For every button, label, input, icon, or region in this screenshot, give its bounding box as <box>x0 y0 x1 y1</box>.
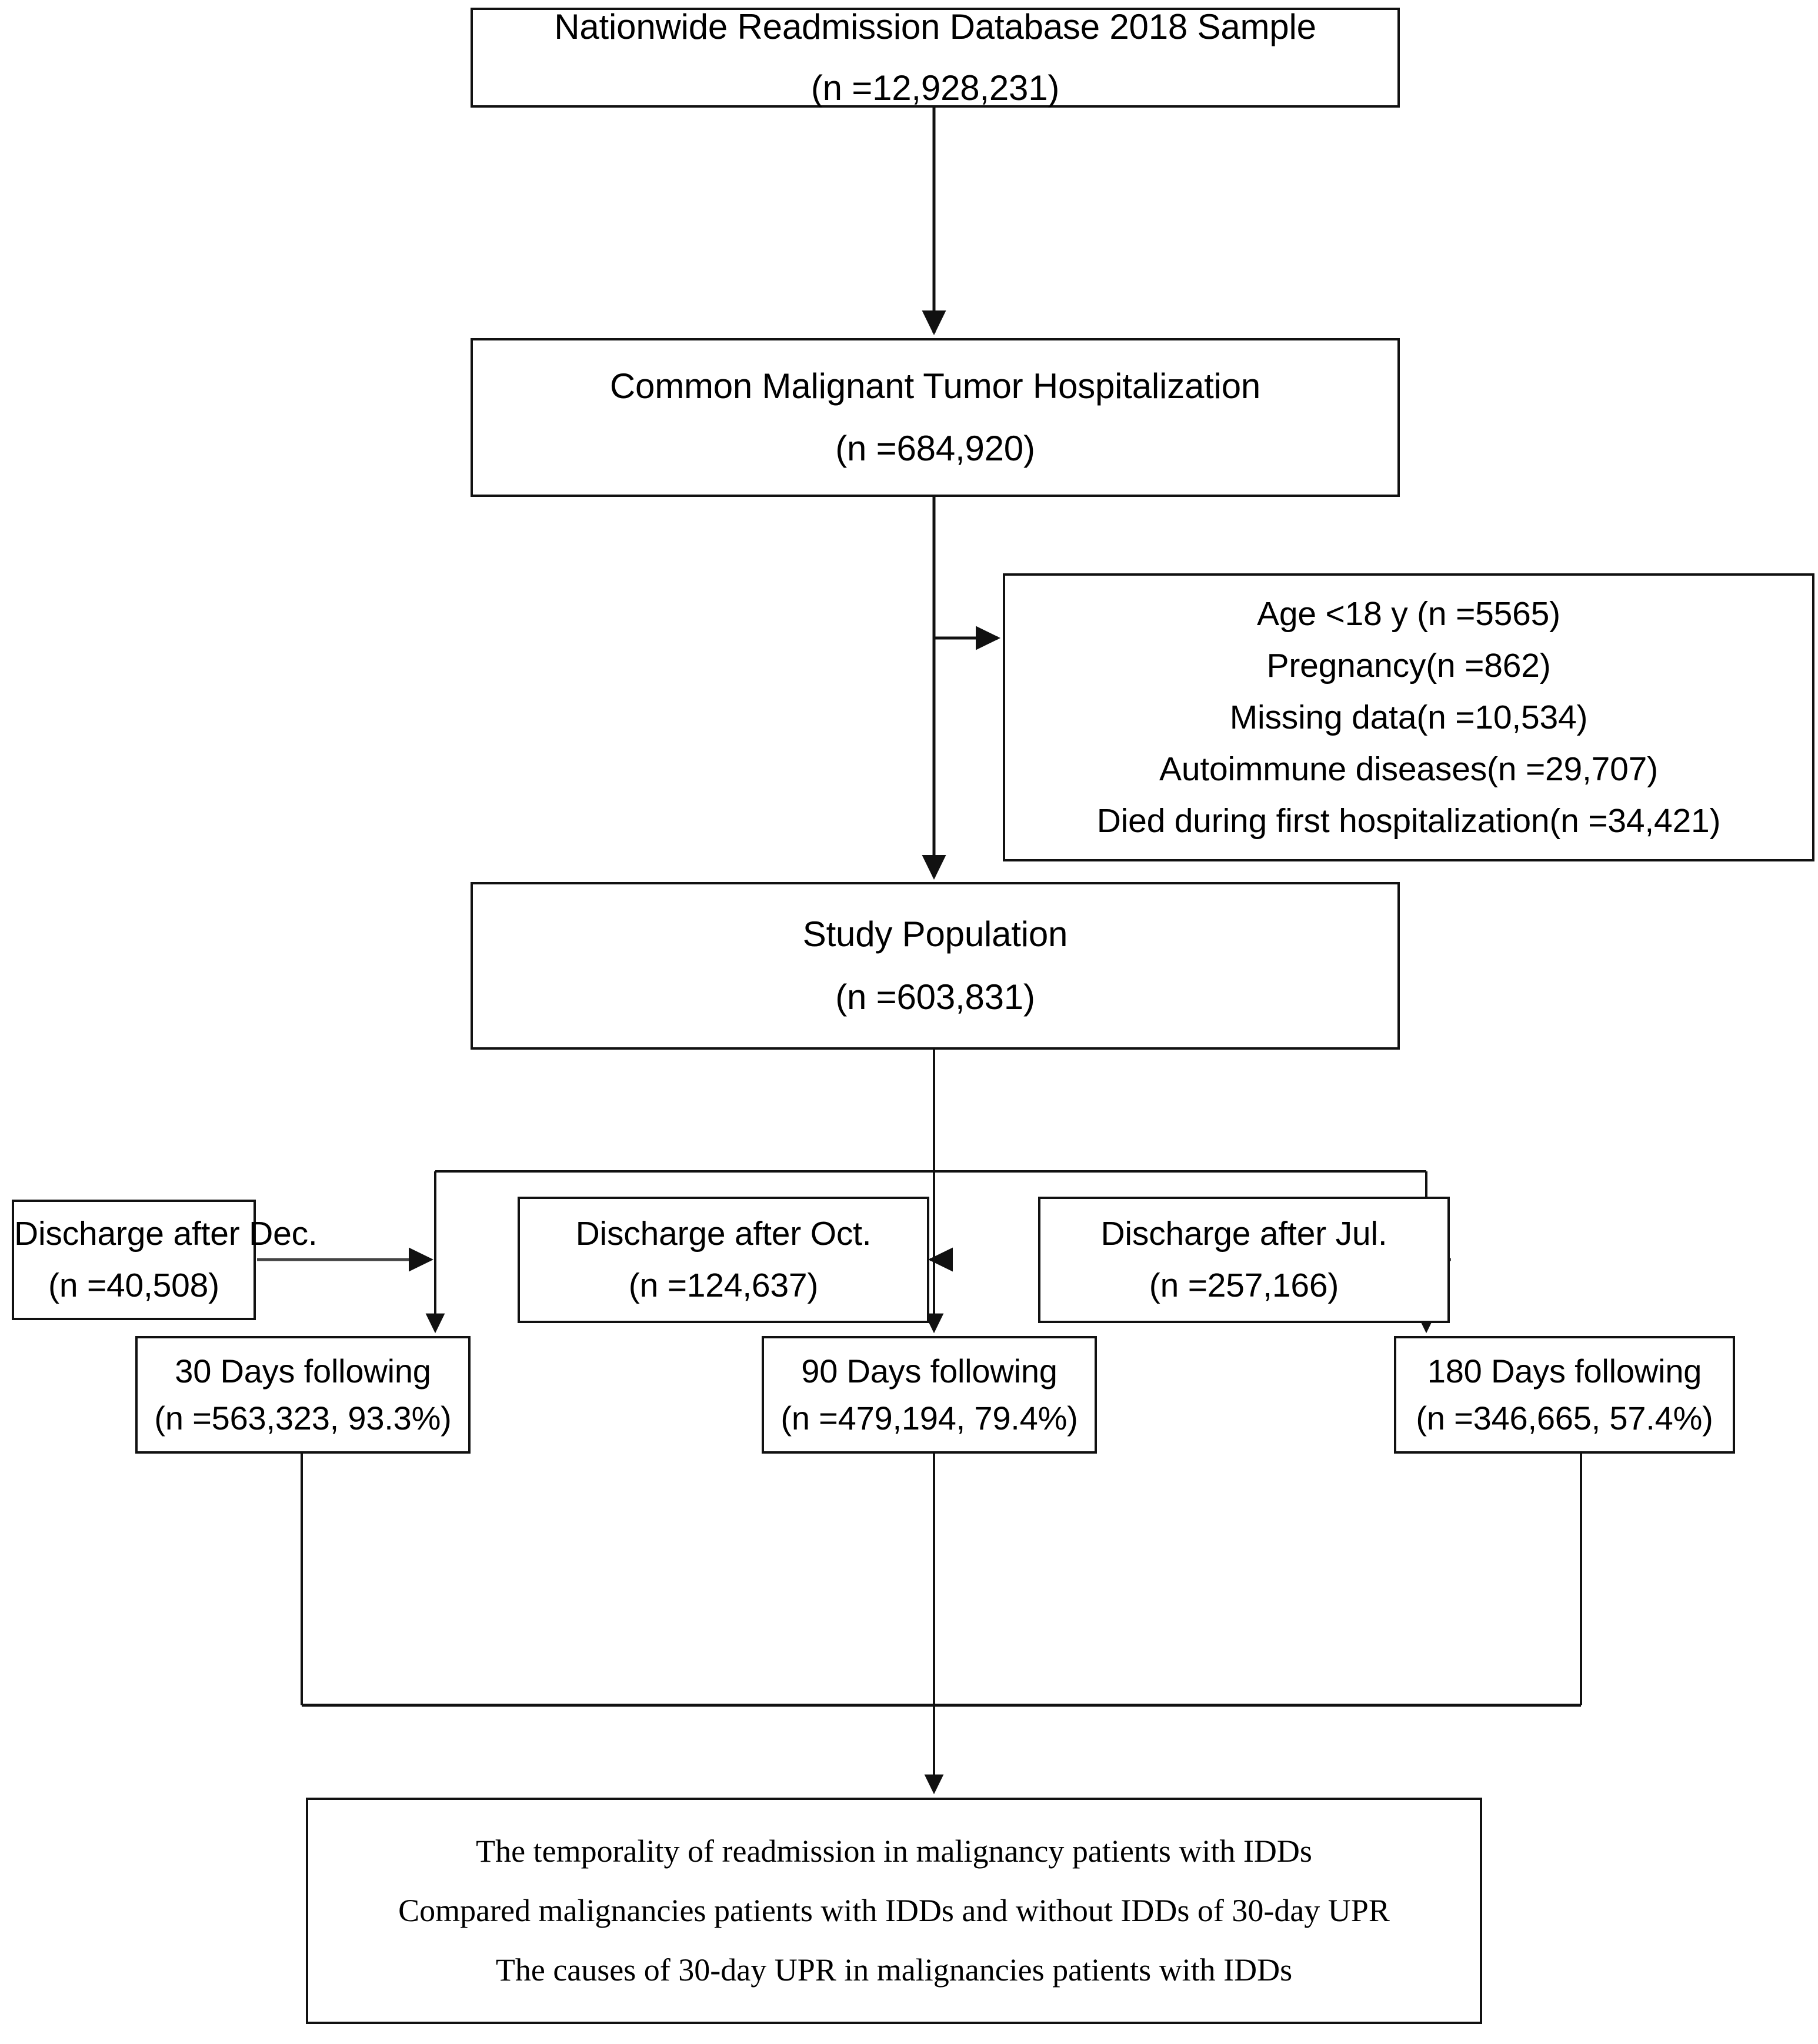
discharge-jul-title: Discharge after Jul. <box>1100 1215 1387 1253</box>
node-discharge-after-jul: Discharge after Jul. (n =257,166) <box>1038 1197 1450 1323</box>
source-title: Nationwide Readmission Database 2018 Sam… <box>554 6 1316 46</box>
discharge-jul-count: (n =257,166) <box>1149 1266 1339 1304</box>
node-discharge-after-oct: Discharge after Oct. (n =124,637) <box>518 1197 929 1323</box>
exclusion-pregnancy: Pregnancy(n =862) <box>1266 646 1551 684</box>
exclusion-age: Age <18 y (n =5565) <box>1257 595 1560 633</box>
exclusion-autoimmune: Autoimmune diseases(n =29,707) <box>1159 750 1658 789</box>
objective-causes: The causes of 30-day UPR in malignancies… <box>495 1952 1293 1988</box>
days90-title: 90 Days following <box>801 1352 1058 1390</box>
node-source-database: Nationwide Readmission Database 2018 Sam… <box>471 8 1400 108</box>
discharge-dec-count: (n =40,508) <box>48 1266 219 1304</box>
node-180-days-following: 180 Days following (n =346,665, 57.4%) <box>1394 1336 1735 1454</box>
node-study-objectives: The temporality of readmission in malign… <box>306 1798 1482 2024</box>
cohort-title: Common Malignant Tumor Hospitalization <box>609 366 1261 406</box>
node-90-days-following: 90 Days following (n =479,194, 79.4%) <box>762 1336 1097 1454</box>
objective-comparison: Compared malignancies patients with IDDs… <box>398 1893 1390 1929</box>
exclusion-died-first-hospitalization: Died during first hospitalization(n =34,… <box>1096 802 1721 840</box>
study-title: Study Population <box>802 914 1068 954</box>
days180-count: (n =346,665, 57.4%) <box>1416 1400 1713 1437</box>
days30-title: 30 Days following <box>175 1352 431 1390</box>
cohort-count: (n =684,920) <box>835 429 1035 468</box>
source-count: (n =12,928,231) <box>810 68 1060 108</box>
discharge-dec-title: Discharge after Dec. <box>14 1215 318 1253</box>
days30-count: (n =563,323, 93.3%) <box>154 1400 452 1437</box>
discharge-oct-title: Discharge after Oct. <box>575 1215 872 1253</box>
node-exclusion-criteria: Age <18 y (n =5565) Pregnancy(n =862) Mi… <box>1003 573 1814 861</box>
node-study-population: Study Population (n =603,831) <box>471 882 1400 1050</box>
node-malignant-tumor-cohort: Common Malignant Tumor Hospitalization (… <box>471 338 1400 497</box>
study-count: (n =603,831) <box>835 977 1035 1017</box>
discharge-oct-count: (n =124,637) <box>628 1266 819 1304</box>
exclusion-missing-data: Missing data(n =10,534) <box>1229 698 1588 736</box>
node-30-days-following: 30 Days following (n =563,323, 93.3%) <box>135 1336 471 1454</box>
node-discharge-after-dec: Discharge after Dec. (n =40,508) <box>12 1200 318 1320</box>
objective-temporality: The temporality of readmission in malign… <box>476 1833 1312 1869</box>
days180-title: 180 Days following <box>1427 1352 1702 1390</box>
days90-count: (n =479,194, 79.4%) <box>780 1400 1078 1437</box>
